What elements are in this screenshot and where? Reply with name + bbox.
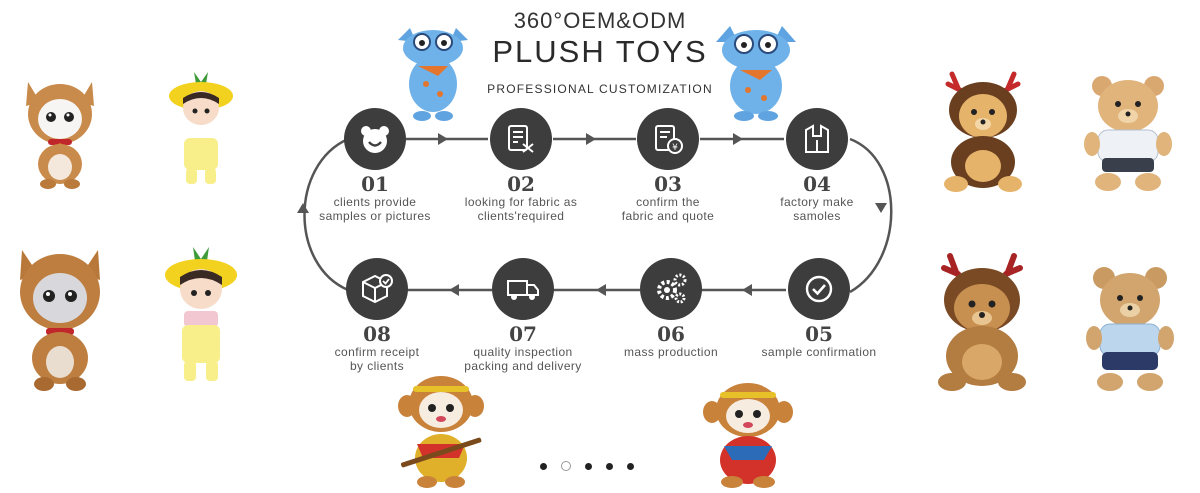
step-circle xyxy=(344,108,406,170)
step-label-line1: mass production xyxy=(623,345,719,359)
step-label-line1: confirm receipt xyxy=(334,345,420,359)
step-label-line2: by clients xyxy=(349,359,405,373)
pineapple-boy-doll-image xyxy=(169,72,233,184)
svg-text:¥: ¥ xyxy=(672,143,678,153)
step-label-line2: samoles xyxy=(793,209,841,223)
check-circle-icon xyxy=(805,275,833,303)
carousel-dot-2[interactable] xyxy=(561,461,571,471)
carousel-dot-1[interactable] xyxy=(540,462,547,470)
gears-icon xyxy=(657,273,687,304)
step-label-line1: clients provide xyxy=(333,195,417,209)
header-subtitle: PROFESSIONAL CUSTOMIZATION xyxy=(487,82,713,96)
step-label-line1: factory make xyxy=(780,195,854,209)
step-circle xyxy=(490,108,552,170)
step-circle xyxy=(640,258,702,320)
pineapple-boy-doll-image xyxy=(165,247,237,381)
step-number: 06 xyxy=(657,322,685,346)
teddy-bear-shirt-image xyxy=(1084,76,1172,191)
step-number: 02 xyxy=(507,172,535,196)
step-number: 07 xyxy=(509,322,537,346)
sewing-pattern-icon xyxy=(805,124,829,153)
quote-yen-icon: ¥ xyxy=(655,125,683,154)
carousel-dot-4[interactable] xyxy=(606,462,613,470)
step-number: 04 xyxy=(803,172,831,196)
step-02: 02 looking for fabric as clients'require… xyxy=(446,108,596,223)
step-04: 04 factory make samoles xyxy=(742,108,892,223)
delivery-truck-icon xyxy=(507,280,539,300)
step-number: 01 xyxy=(361,172,389,196)
carousel-dot-5[interactable] xyxy=(627,462,634,470)
header-oem-odm: 360°OEM&ODM xyxy=(513,8,687,33)
step-08: 08 confirm receipt by clients xyxy=(302,258,452,373)
step-label-line1: quality inspection xyxy=(473,345,573,359)
box-check-icon xyxy=(362,274,393,304)
step-06: 06 mass production xyxy=(596,258,746,359)
step-circle xyxy=(346,258,408,320)
step-05: 05 sample confirmation xyxy=(744,258,894,359)
step-label-line1: looking for fabric as xyxy=(464,195,578,209)
step-circle xyxy=(786,108,848,170)
monkey-king-plush-image xyxy=(398,376,484,488)
monkey-king-plush-image xyxy=(703,383,793,488)
header-plush-toys: PLUSH TOYS xyxy=(492,34,708,69)
step-circle: ¥ xyxy=(637,108,699,170)
blue-monster-plush-image xyxy=(716,26,796,121)
step-01: 01 clients provide samples or pictures xyxy=(300,108,450,223)
step-label-line2: fabric and quote xyxy=(621,209,715,223)
step-circle xyxy=(788,258,850,320)
carousel-dot-3[interactable] xyxy=(585,462,592,470)
shiba-plush-image xyxy=(20,250,100,391)
step-number: 08 xyxy=(363,322,391,346)
shiba-plush-image xyxy=(26,82,94,189)
carousel-pagination xyxy=(540,461,634,471)
fabric-shuffle-icon xyxy=(508,125,534,153)
step-label-line1: confirm the xyxy=(636,195,700,209)
blue-monster-plush-image xyxy=(398,28,468,121)
step-03: ¥ 03 confirm the fabric and quote xyxy=(593,108,743,223)
reindeer-bear-image xyxy=(938,253,1026,391)
teddy-bear-shirt-image xyxy=(1086,267,1174,391)
step-label-line2: packing and delivery xyxy=(464,359,582,373)
step-07: 07 quality inspection packing and delive… xyxy=(448,258,598,373)
step-label-line2: samples or pictures xyxy=(319,209,431,223)
bear-face-icon xyxy=(361,126,389,153)
step-label-line1: sample confirmation xyxy=(761,345,877,359)
step-number: 05 xyxy=(805,322,833,346)
step-number: 03 xyxy=(654,172,682,196)
reindeer-bear-image xyxy=(944,71,1022,192)
step-label-line2: clients'required xyxy=(477,209,565,223)
step-circle xyxy=(492,258,554,320)
